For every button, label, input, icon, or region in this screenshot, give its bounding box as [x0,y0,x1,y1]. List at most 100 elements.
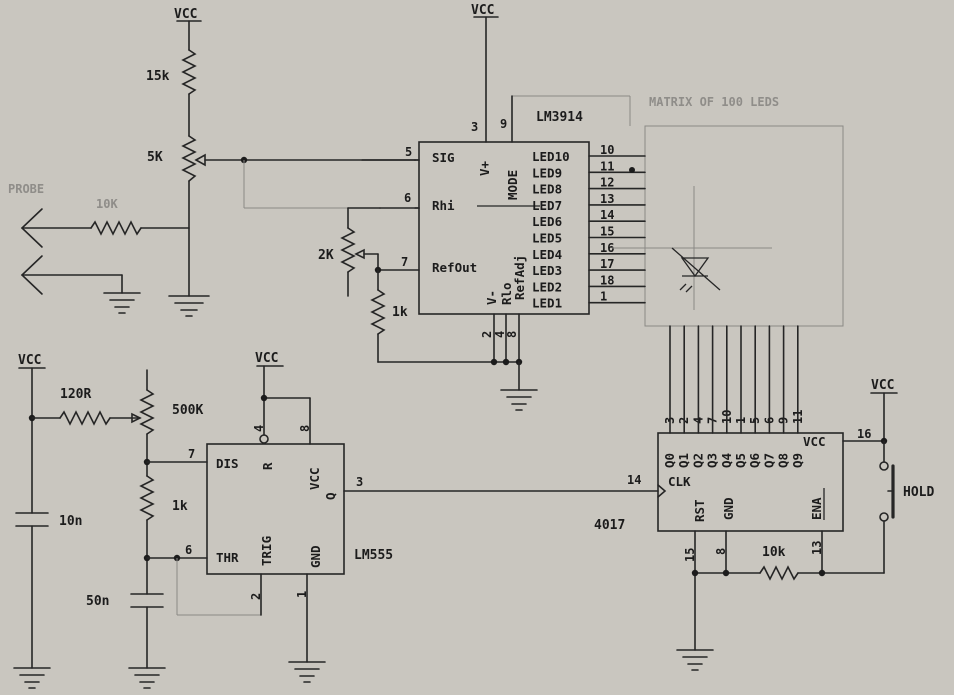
resistor-120r [59,410,111,426]
svg-text:6: 6 [404,191,411,205]
lm3914-led-pin-number: 16 [600,241,614,255]
lm3914-led-pin-number: 1 [600,290,607,304]
svg-text:3: 3 [356,475,363,489]
svg-text:LM555: LM555 [354,548,393,563]
vcc-symbol-pot: VCC [174,7,202,22]
svg-text:VCC: VCC [255,351,278,366]
svg-text:VCC: VCC [174,7,197,22]
vcc-symbol-lm555: VCC [255,351,284,367]
cd4017-output-label: Q9 [790,453,805,468]
hold-switch[interactable] [879,461,895,522]
svg-text:GND: GND [308,545,323,568]
svg-text:RefOut: RefOut [432,260,477,275]
potentiometer-5k [181,135,197,182]
cd4017-output-label: Q4 [719,453,734,468]
svg-text:5: 5 [405,145,412,159]
cd4017-output-label: Q1 [676,453,691,468]
resistor-1k-timer [139,475,155,521]
vcc-symbol-lm3914: VCC [471,3,499,18]
svg-text:4017: 4017 [594,518,625,533]
svg-text:V+: V+ [477,160,492,176]
svg-text:V-: V- [484,290,499,305]
svg-text:GND: GND [721,497,736,520]
svg-text:VCC: VCC [18,353,41,368]
lm3914-led-pin-number: 11 [600,159,614,173]
lm3914-led-pin-number: 14 [600,208,614,222]
svg-text:1: 1 [295,591,309,598]
ground-symbol-probe [103,292,141,314]
capacitor-50n [130,593,164,608]
svg-text:Rlo: Rlo [499,282,514,305]
ground-symbol-4017 [676,649,714,671]
ground-symbol-lm555 [288,661,326,683]
svg-text:1k: 1k [392,305,408,320]
resistor-1k-ref [370,289,386,335]
lm3914-led-pin-number: 18 [600,273,614,287]
lm3914-led-label: LED6 [532,214,562,229]
svg-text:5K: 5K [147,150,163,165]
resistor-10k-probe [90,220,142,236]
cd4017-output-label: Q2 [690,453,705,468]
svg-text:1k: 1k [172,499,188,514]
lm3914-led-pin-number: 17 [600,257,614,271]
svg-text:50n: 50n [86,594,109,609]
svg-text:MODE: MODE [505,170,520,200]
svg-text:7: 7 [188,447,195,461]
resistor-15k [181,49,197,95]
svg-text:CLK: CLK [668,474,691,489]
svg-text:10k: 10k [762,545,786,560]
lm3914-led-label: LED9 [532,165,562,180]
svg-text:R: R [260,462,275,470]
lm3914-led-label: LED1 [532,296,562,311]
svg-text:10n: 10n [59,514,82,529]
svg-text:VCC: VCC [871,378,894,393]
svg-text:9: 9 [500,117,507,131]
svg-text:ENA: ENA [809,497,824,520]
svg-text:3: 3 [471,120,478,134]
vcc-symbol-4017: VCC [870,378,898,394]
cd4017-output-label: Q0 [662,453,677,468]
svg-text:2: 2 [480,331,494,338]
cd4017-output-label: Q6 [747,453,762,468]
lm3914-led-label: LED5 [532,231,562,246]
potentiometer-2k [340,227,356,273]
resistor-10k-reset [759,565,799,581]
cd4017-chip [657,432,844,532]
cd4017-output-label: Q5 [733,453,748,468]
svg-text:THR: THR [216,550,239,565]
lm3914-led-label: LED8 [532,182,562,197]
svg-text:VCC: VCC [803,434,826,449]
lm3914-led-pin-number: 12 [600,176,614,190]
lm3914-led-label: LED4 [532,247,562,262]
svg-text:16: 16 [857,427,871,441]
led-matrix [644,125,844,327]
svg-text:2K: 2K [318,248,334,263]
svg-text:RST: RST [692,499,707,522]
lm3914-led-pin-number: 10 [600,143,614,157]
ground-symbol-pot [168,295,210,317]
svg-text:14: 14 [627,473,641,487]
svg-text:10K: 10K [96,197,118,211]
svg-text:7: 7 [401,255,408,269]
lm3914-led-pin-number: 13 [600,192,614,206]
svg-text:VCC: VCC [471,3,494,18]
svg-text:13: 13 [810,541,824,555]
svg-text:LM3914: LM3914 [536,110,583,125]
svg-text:PROBE: PROBE [8,182,44,196]
ground-symbol-50n [128,667,166,689]
svg-text:DIS: DIS [216,456,239,471]
svg-text:15k: 15k [146,69,170,84]
svg-text:SIG: SIG [432,150,455,165]
lm3914-led-label: LED7 [532,198,562,213]
svg-text:RefAdj: RefAdj [512,255,527,300]
svg-text:500K: 500K [172,403,203,418]
lm3914-led-label: LED3 [532,263,562,278]
svg-text:MATRIX OF 100 LEDS: MATRIX OF 100 LEDS [649,95,779,109]
svg-text:8: 8 [714,548,728,555]
lm3914-led-label: LED10 [532,149,570,164]
svg-text:4: 4 [252,425,266,432]
lm3914-led-pin-number: 15 [600,225,614,239]
svg-text:Q: Q [323,492,338,500]
ground-symbol-10n [13,667,51,689]
